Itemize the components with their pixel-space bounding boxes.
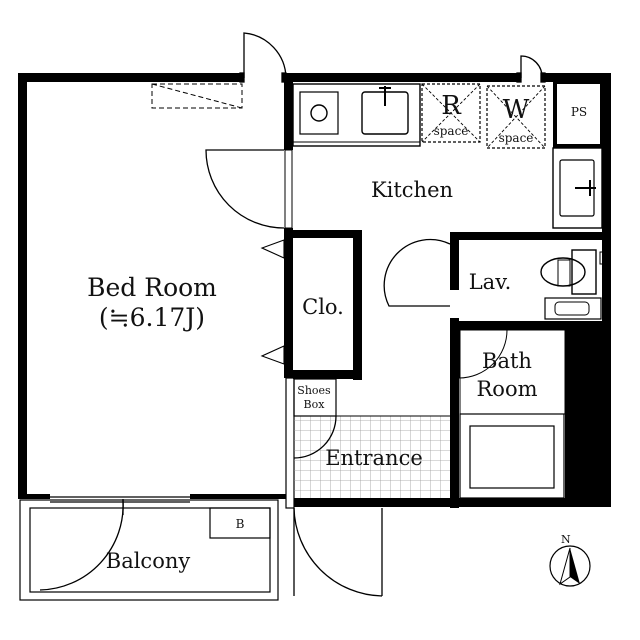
compass-north-label: N (561, 533, 571, 546)
bedroom-dashed-window (151, 83, 243, 109)
entrance-tiles (336, 416, 450, 498)
toilet (540, 249, 606, 295)
compass-icon: N (549, 533, 591, 587)
shoes-box (293, 378, 337, 417)
pipe-space-label: PS (571, 105, 587, 119)
balcony-frame (19, 496, 279, 601)
kitchen-label: Kitchen (371, 178, 453, 202)
shoes-box-label-2: Box (304, 398, 326, 411)
refrigerator-space: R space (421, 83, 481, 143)
refrigerator-letter: R (441, 91, 462, 121)
lav-sink-icon (554, 301, 590, 316)
side-sink (552, 147, 603, 229)
closet-label: Clo. (302, 295, 344, 319)
washer-space-label: space (499, 131, 534, 145)
bed-room-area: (≒6.17J) (99, 303, 205, 332)
toilet-icon (540, 257, 586, 287)
balcony-box-label: B (236, 517, 245, 531)
interior-walls (284, 80, 604, 509)
doors (39, 32, 546, 597)
outer-walls (18, 73, 611, 507)
stove-burner-icon (310, 104, 328, 122)
balcony-label: Balcony (106, 549, 191, 573)
washer-space: W space (486, 85, 546, 149)
shoes-box-label-1: Shoes (297, 384, 331, 397)
bathtub (459, 329, 566, 499)
bed-room-label: Bed Room (87, 273, 217, 302)
closet-doors (260, 239, 285, 365)
refrigerator-space-label: space (434, 124, 469, 138)
bathtub-icon (469, 425, 555, 489)
washer-letter: W (503, 95, 530, 125)
entrance-label: Entrance (325, 446, 423, 470)
balcony-box (209, 507, 271, 539)
lavatory-label: Lav. (469, 270, 512, 294)
bath-room-label-2: Room (476, 377, 537, 401)
lav-sink (544, 297, 602, 320)
kitchen-counter (292, 83, 421, 147)
bath-room-label-1: Bath (482, 349, 532, 373)
